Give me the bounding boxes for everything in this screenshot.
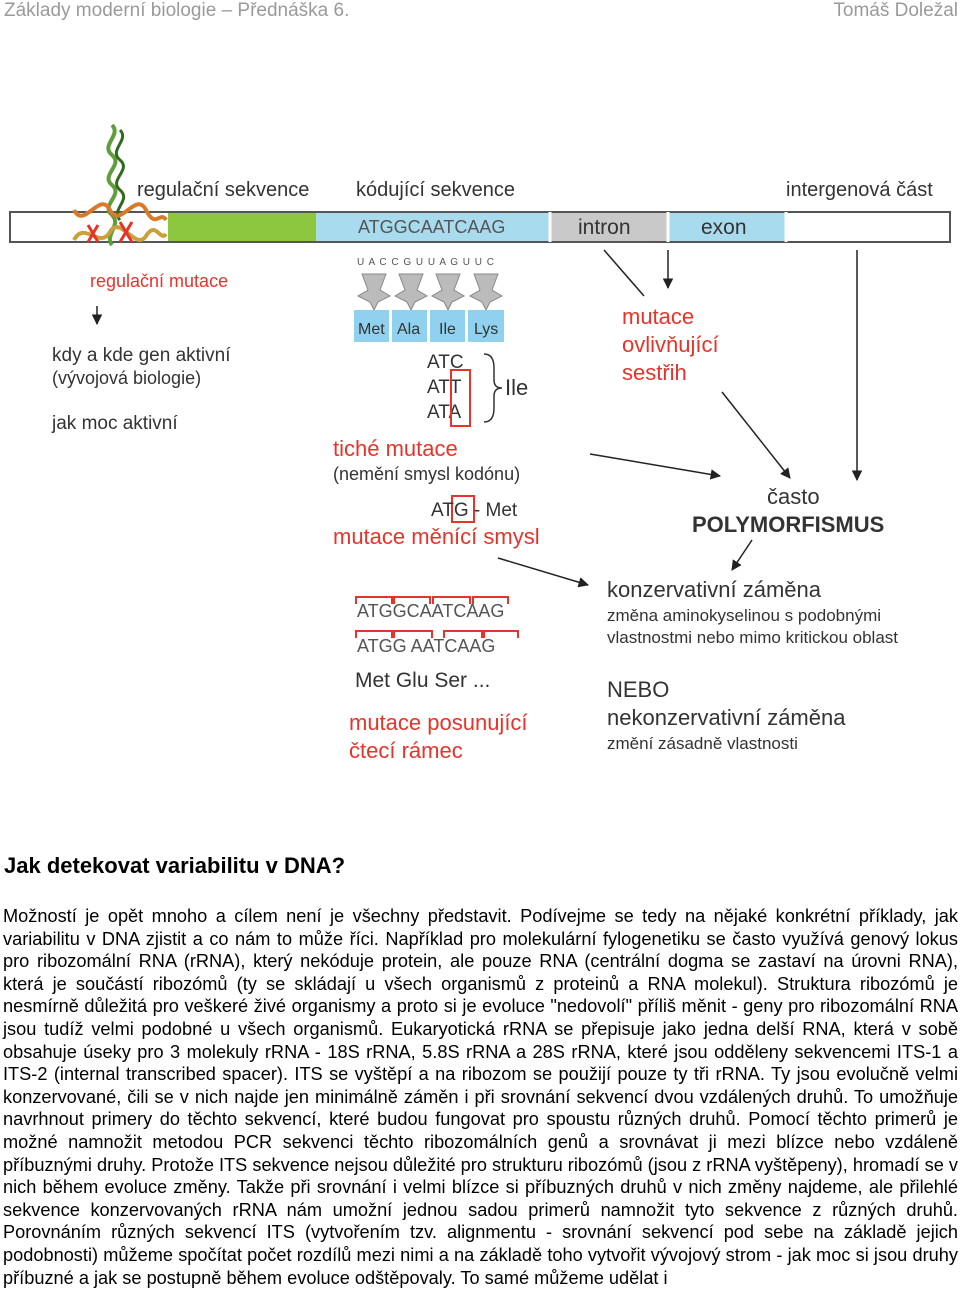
silent-mutation-note: (nemění smysl kodónu) — [333, 464, 520, 484]
polymorphism-line1: často — [767, 484, 820, 509]
frameshift-label-line1: mutace posunující — [349, 710, 528, 735]
frameshift-brackets-2 — [355, 630, 519, 638]
coding-segment — [316, 213, 550, 241]
wobble-highlight-box — [450, 369, 471, 427]
frameshift-label-line2: čtecí rámec — [349, 738, 463, 763]
frameshift-translation: Met Glu Ser ... — [355, 669, 490, 692]
nonconservative-title: nekonzervativní záměna — [607, 705, 846, 730]
section-heading: Jak detekovat variabilitu v DNA? — [4, 853, 346, 878]
label-regulatory-sequence: regulační sekvence — [137, 179, 309, 201]
frameshift-seq-original: ATGGCAATCAAG — [357, 601, 504, 621]
coding-sequence-text: ATGGCAATCAAG — [358, 217, 505, 237]
intron-label: intron — [578, 216, 631, 239]
developmental-biology: (vývojová biologie) — [52, 368, 201, 388]
or-label: NEBO — [607, 677, 669, 702]
amino-acid-ala: Ala — [397, 321, 420, 338]
brace — [483, 353, 503, 423]
frameshift-seq-mutated: ATGG AATCAAG — [357, 636, 495, 656]
frameshift-brackets-1 — [355, 596, 509, 604]
exon-segment — [668, 213, 786, 241]
codon-ata: ATA — [427, 402, 461, 423]
exon-label: exon — [701, 216, 747, 239]
course-title: Základy moderní biologie – Přednáška 6. — [4, 0, 350, 21]
splicing-label-line1: mutace — [622, 304, 694, 329]
silent-amino-acid: Ile — [505, 375, 528, 400]
missense-highlight-box — [451, 495, 475, 523]
splicing-label-line2: ovlivňující — [622, 332, 719, 357]
how-much-active: jak moc aktivní — [51, 413, 178, 434]
amino-acid-met: Met — [358, 321, 385, 338]
missense-mutation-label: mutace měnící smysl — [333, 524, 540, 549]
mutation-diagram: regulační sekvence kódující sekvence int… — [9, 123, 951, 763]
body-paragraph: Možností je opět mnoho a cílem není je v… — [3, 906, 958, 1288]
author-name: Tomáš Doležal — [833, 0, 958, 21]
when-where-active: kdy a kde gen aktivní — [52, 345, 231, 366]
label-intergenic: intergenová část — [786, 179, 933, 201]
splicing-label-line3: sestřih — [622, 360, 687, 385]
polymorphism-line2: POLYMORFISMUS — [692, 512, 884, 537]
conservative-title: konzervativní záměna — [607, 577, 822, 602]
silent-mutation-label: tiché mutace — [333, 436, 458, 461]
promoter-segment — [168, 213, 316, 241]
amino-acid-row: Met Ala Ile Lys — [354, 310, 504, 342]
trna-icons — [356, 273, 504, 312]
label-coding-sequence: kódující sekvence — [356, 179, 515, 201]
conservative-desc-1: změna aminokyselinou s podobnými — [607, 606, 881, 625]
codon-att: ATT — [427, 377, 462, 398]
codon-atc: ATC — [427, 352, 464, 373]
conservative-desc-2: vlastnostmi nebo mimo kritickou oblast — [607, 628, 898, 647]
amino-acid-ile: Ile — [439, 321, 456, 338]
transcription-factor-icon — [72, 123, 168, 247]
amino-acid-lys: Lys — [474, 321, 498, 338]
intron-segment — [550, 213, 668, 241]
nonconservative-desc: změní zásadně vlastnosti — [607, 734, 798, 753]
missense-codon: ATG - Met — [431, 500, 518, 521]
regulatory-mutation-label: regulační mutace — [90, 271, 228, 291]
trna-anticodons: U A C C G U U A G U U C — [357, 257, 495, 268]
